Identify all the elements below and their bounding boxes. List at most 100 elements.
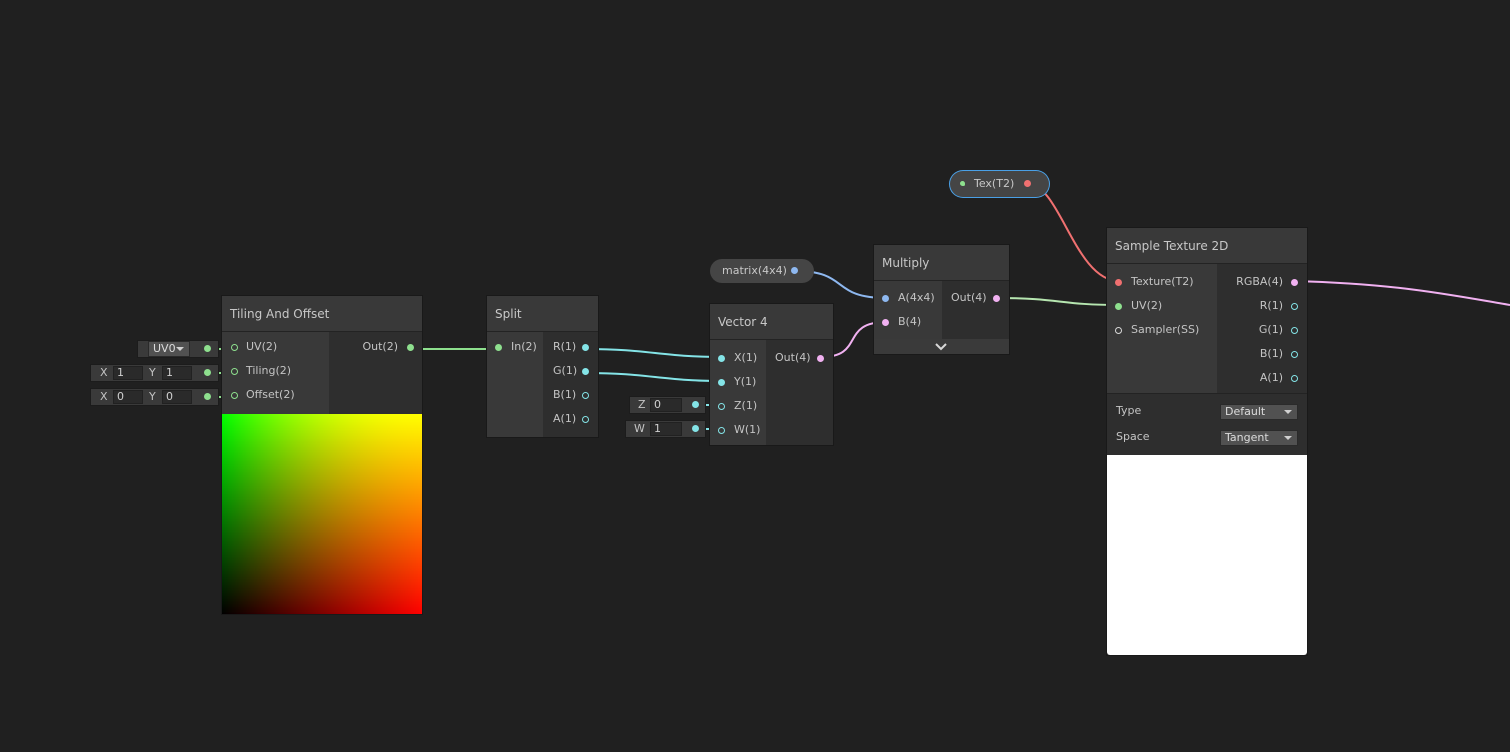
tiling-x-label: X	[100, 366, 108, 379]
tiling-output[interactable]: Out(2)	[329, 337, 422, 357]
port-r[interactable]	[1291, 303, 1298, 310]
sample-output-r[interactable]: R(1)	[1217, 296, 1307, 316]
preview-shadow-layer	[222, 414, 422, 614]
port-tiling[interactable]	[231, 368, 238, 375]
sample-output-b[interactable]: B(1)	[1217, 344, 1307, 364]
port-label: B(1)	[1259, 347, 1283, 360]
port-label: R(1)	[553, 340, 577, 353]
port-label: Out(4)	[951, 291, 987, 304]
w-field: W 1	[626, 421, 705, 437]
z-label: Z	[638, 398, 646, 411]
tiling-preview	[222, 414, 422, 614]
port-out[interactable]	[817, 355, 824, 362]
sample-texture-2d-node[interactable]: Sample Texture 2D Texture(T2) UV(2) Samp…	[1107, 228, 1307, 655]
port-rgba[interactable]	[1291, 279, 1298, 286]
z-field: Z 0	[630, 397, 705, 413]
port-out[interactable]	[993, 295, 1000, 302]
sample-output-rgba[interactable]: RGBA(4)	[1217, 272, 1307, 292]
port-label: G(1)	[553, 364, 578, 377]
port-uv[interactable]	[1115, 303, 1122, 310]
sample-output-a[interactable]: A(1)	[1217, 368, 1307, 388]
z-field-port[interactable]	[692, 401, 699, 408]
multiply-inputs: A(4x4) B(4)	[874, 281, 942, 339]
port-b[interactable]	[1291, 351, 1298, 358]
type-dropdown[interactable]: Default	[1220, 404, 1298, 420]
split-output-a[interactable]: A(1)	[543, 409, 598, 429]
port-y[interactable]	[718, 379, 725, 386]
port-out[interactable]	[407, 344, 414, 351]
multiply-output[interactable]: Out(4)	[942, 288, 1009, 308]
port-label: Offset(2)	[246, 388, 295, 401]
tex-output-port[interactable]	[1024, 180, 1031, 187]
tiling-node-title: Tiling And Offset	[222, 296, 422, 332]
port-z[interactable]	[718, 403, 725, 410]
sample-texture-inputs: Texture(T2) UV(2) Sampler(SS)	[1107, 264, 1217, 393]
matrix-property-node[interactable]: matrix(4x4)	[710, 259, 814, 283]
multiply-expand-button[interactable]	[874, 339, 1009, 354]
port-a[interactable]	[582, 416, 589, 423]
sample-texture-settings: Type Default Space Tangent	[1107, 393, 1307, 456]
port-texture[interactable]	[1115, 279, 1122, 286]
port-w[interactable]	[718, 427, 725, 434]
tiling-field-port[interactable]	[204, 369, 211, 376]
port-g[interactable]	[1291, 327, 1298, 334]
split-output-r[interactable]: R(1)	[543, 337, 598, 357]
port-b[interactable]	[882, 319, 889, 326]
tiling-x-input[interactable]: 1	[113, 366, 143, 380]
space-label: Space	[1116, 430, 1150, 443]
port-label: X(1)	[734, 351, 758, 364]
tex-property-node[interactable]: Tex(T2)	[950, 171, 1049, 197]
port-x[interactable]	[718, 355, 725, 362]
vector4-output[interactable]: Out(4)	[766, 348, 833, 368]
wire-split-r-to-x	[585, 348, 723, 358]
split-node[interactable]: Split In(2) R(1) G(1) B(1) A(1)	[487, 296, 598, 437]
port-sampler[interactable]	[1115, 327, 1122, 334]
w-label: W	[634, 422, 645, 435]
port-offset[interactable]	[231, 392, 238, 399]
multiply-node[interactable]: Multiply A(4x4) B(4) Out(4)	[874, 245, 1009, 354]
port-label: B(4)	[898, 315, 922, 328]
wire-rgba-out	[1294, 280, 1510, 306]
uv-field-port[interactable]	[204, 345, 211, 352]
sample-output-g[interactable]: G(1)	[1217, 320, 1307, 340]
port-a[interactable]	[882, 295, 889, 302]
w-field-port[interactable]	[692, 425, 699, 432]
offset-y-input[interactable]: 0	[162, 390, 192, 404]
vector4-node[interactable]: Vector 4 X(1) Y(1) Z(1) W(1) Out(4)	[710, 304, 833, 445]
uv-channel-dropdown[interactable]: UV0	[148, 341, 190, 357]
port-b[interactable]	[582, 392, 589, 399]
matrix-output-port[interactable]	[791, 267, 798, 274]
w-input[interactable]: 1	[650, 422, 682, 436]
type-label: Type	[1116, 404, 1142, 417]
wire-split-g-to-y	[585, 372, 723, 382]
uv-channel-value: UV0	[153, 342, 176, 355]
port-label: Y(1)	[734, 375, 757, 388]
offset-field: X 0 Y 0	[91, 389, 218, 405]
split-outputs: R(1) G(1) B(1) A(1)	[543, 332, 598, 437]
space-dropdown[interactable]: Tangent	[1220, 430, 1298, 446]
split-output-g[interactable]: G(1)	[543, 361, 598, 381]
port-a[interactable]	[1291, 375, 1298, 382]
port-g[interactable]	[582, 368, 589, 375]
tiling-field: X 1 Y 1	[91, 365, 218, 381]
tiling-y-label: Y	[149, 366, 156, 379]
port-label: Z(1)	[734, 399, 758, 412]
offset-field-port[interactable]	[204, 393, 211, 400]
port-r[interactable]	[582, 344, 589, 351]
tiling-y-input[interactable]: 1	[162, 366, 192, 380]
port-in[interactable]	[495, 344, 502, 351]
wire-multiply-to-uv	[996, 297, 1120, 306]
split-output-b[interactable]: B(1)	[543, 385, 598, 405]
chevron-down-icon	[1284, 436, 1292, 440]
port-label: Out(2)	[362, 340, 398, 353]
z-input[interactable]: 0	[650, 398, 682, 412]
type-value: Default	[1225, 405, 1266, 418]
sample-texture-node-title: Sample Texture 2D	[1107, 228, 1307, 264]
port-label: Texture(T2)	[1131, 275, 1194, 288]
port-label: G(1)	[1258, 323, 1283, 336]
offset-x-input[interactable]: 0	[113, 390, 143, 404]
port-label: R(1)	[1259, 299, 1283, 312]
tiling-and-offset-node[interactable]: Tiling And Offset UV(2) Tiling(2) Offset…	[222, 296, 422, 614]
port-uv[interactable]	[231, 344, 238, 351]
preview-red-layer	[222, 414, 422, 614]
